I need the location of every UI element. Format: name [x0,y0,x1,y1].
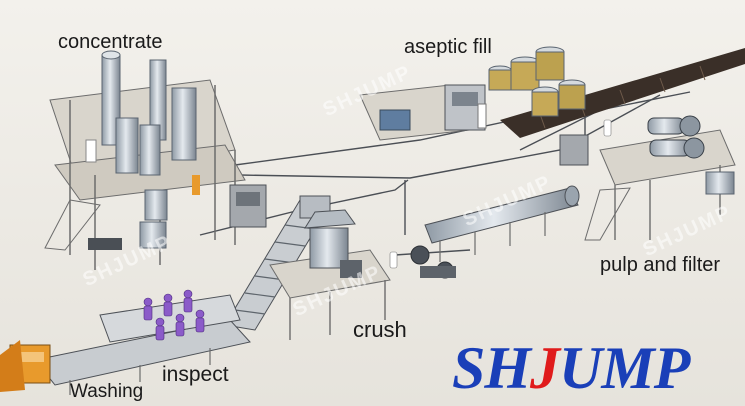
washing-inspection-line [0,294,251,395]
label-concentrate: concentrate [58,31,163,53]
logo-part-ump: UMP [559,335,690,401]
heat-exchanger-tube [410,185,580,279]
label-inspect: inspect [162,363,229,386]
aseptic-filling-station [359,46,586,141]
crusher-station [269,209,391,340]
inspection-workers [143,289,205,341]
control-cabinet-left [229,184,267,228]
label-crush: crush [353,317,407,342]
label-aseptic-fill: aseptic fill [404,36,492,58]
concentrate-evaporator [44,50,246,270]
logo-part-sh: SH [452,335,531,401]
pulp-filter-station [559,115,736,241]
operator-figures [389,119,612,269]
shjump-logo: SHJUMP [452,335,690,401]
logo-part-j: J [530,335,560,401]
label-washing: Washing [70,381,144,402]
label-pulp-and-filter: pulp and filter [600,254,721,276]
